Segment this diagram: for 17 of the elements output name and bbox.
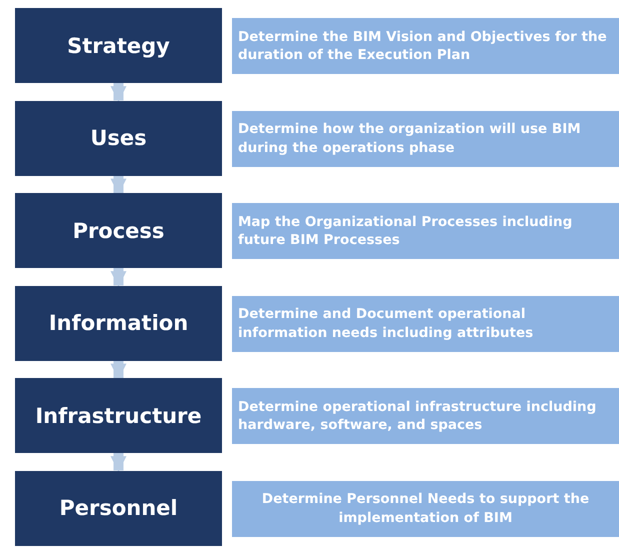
step-box: Strategy — [15, 8, 222, 83]
arrow — [110, 83, 126, 102]
arrow — [110, 176, 126, 195]
arrow — [110, 360, 126, 380]
step-box: Uses — [15, 100, 222, 176]
arrow — [110, 268, 126, 288]
step-box: Infrastructure — [15, 378, 222, 453]
description-box: Determine the BIM Vision and Objectives for the duration of the Execution Plan — [232, 18, 619, 74]
description-box: Determine and Document operational information needs including attributes — [232, 296, 619, 352]
arrow — [110, 453, 126, 472]
description-box: Determine Personnel Needs to support the implementation of BIM — [232, 480, 619, 536]
step-box: Process — [15, 193, 222, 268]
description-box: Determine how the organization will use BIM during the operations phase — [232, 110, 619, 166]
description-box: Map the Organizational Processes including future BIM Processes — [232, 203, 619, 259]
step-box: Personnel — [15, 470, 222, 546]
step-box: Information — [15, 286, 222, 360]
description-box: Determine operational infrastructure including hardware, software, and spaces — [232, 388, 619, 444]
